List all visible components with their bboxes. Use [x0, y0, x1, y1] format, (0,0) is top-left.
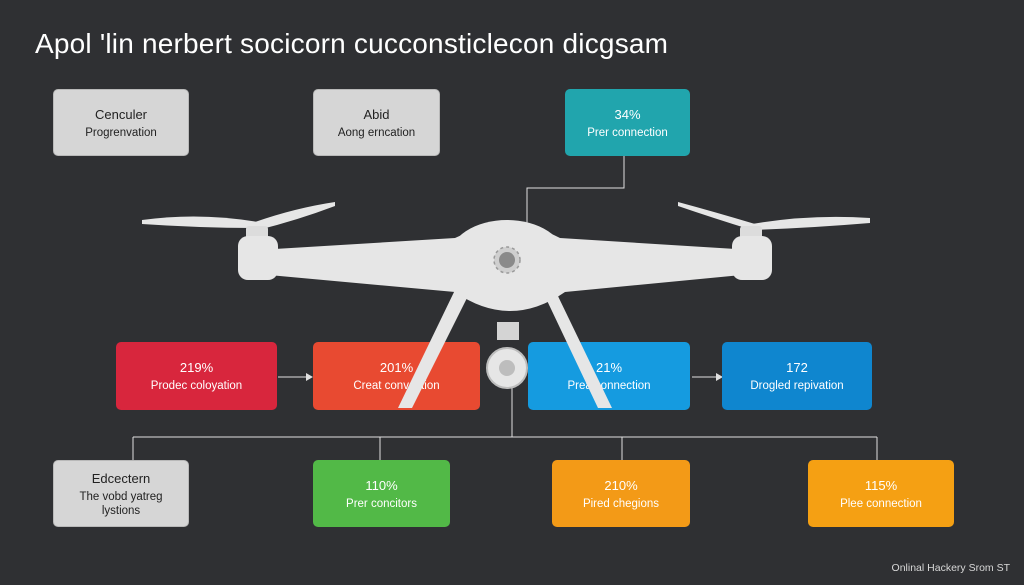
box-value: 172 — [786, 360, 808, 375]
box-mid-2: 201% Creat convaction — [313, 342, 480, 410]
box-value: Cenculer — [94, 106, 148, 122]
box-label: Prer concitors — [346, 497, 417, 510]
footer-credit: Onlinal Hackery Srom ST — [891, 562, 1010, 574]
box-value: 34% — [614, 106, 641, 122]
box-value: Edcectern — [91, 470, 151, 486]
box-mid-1: 219% Prodec coloyation — [116, 342, 277, 410]
box-bot-2: 110% Prer concitors — [313, 460, 450, 527]
box-label: Prea connection — [567, 380, 651, 392]
connector-top-right — [526, 156, 625, 245]
box-value: Abid — [363, 106, 390, 122]
box-label: Prer connection — [587, 126, 668, 139]
box-label: Prodec coloyation — [150, 380, 243, 392]
box-top-left: Cenculer Progrenvation — [53, 89, 189, 156]
box-top-mid: Abid Aong erncation — [313, 89, 440, 156]
box-mid-3: 21% Prea connection — [528, 342, 690, 410]
box-bot-4: 115% Plee connection — [808, 460, 954, 527]
diagram-title: Apol 'lin nerbert socicorn cucconsticlec… — [35, 28, 669, 59]
box-label: The vobd yatreg lystions — [79, 490, 163, 517]
box-bot-1: Edcectern The vobd yatreg lystions — [53, 460, 189, 527]
box-value: 210% — [604, 477, 638, 493]
box-mid-4: 172 Drogled repivation — [722, 342, 872, 410]
box-label: Plee connection — [840, 497, 922, 510]
box-label: Pired chegions — [582, 497, 660, 510]
box-bot-3: 210% Pired chegions — [552, 460, 690, 527]
box-label: Progrenvation — [85, 126, 157, 139]
box-label: Creat convaction — [353, 380, 440, 392]
box-value: 115% — [864, 477, 898, 493]
box-value: 21% — [595, 360, 623, 375]
box-label: Aong erncation — [337, 126, 416, 139]
box-top-right: 34% Prer connection — [565, 89, 690, 156]
box-value: 201% — [379, 360, 414, 375]
box-value: 219% — [179, 360, 214, 375]
box-label: Drogled repivation — [750, 380, 844, 392]
box-value: 110% — [365, 477, 398, 493]
